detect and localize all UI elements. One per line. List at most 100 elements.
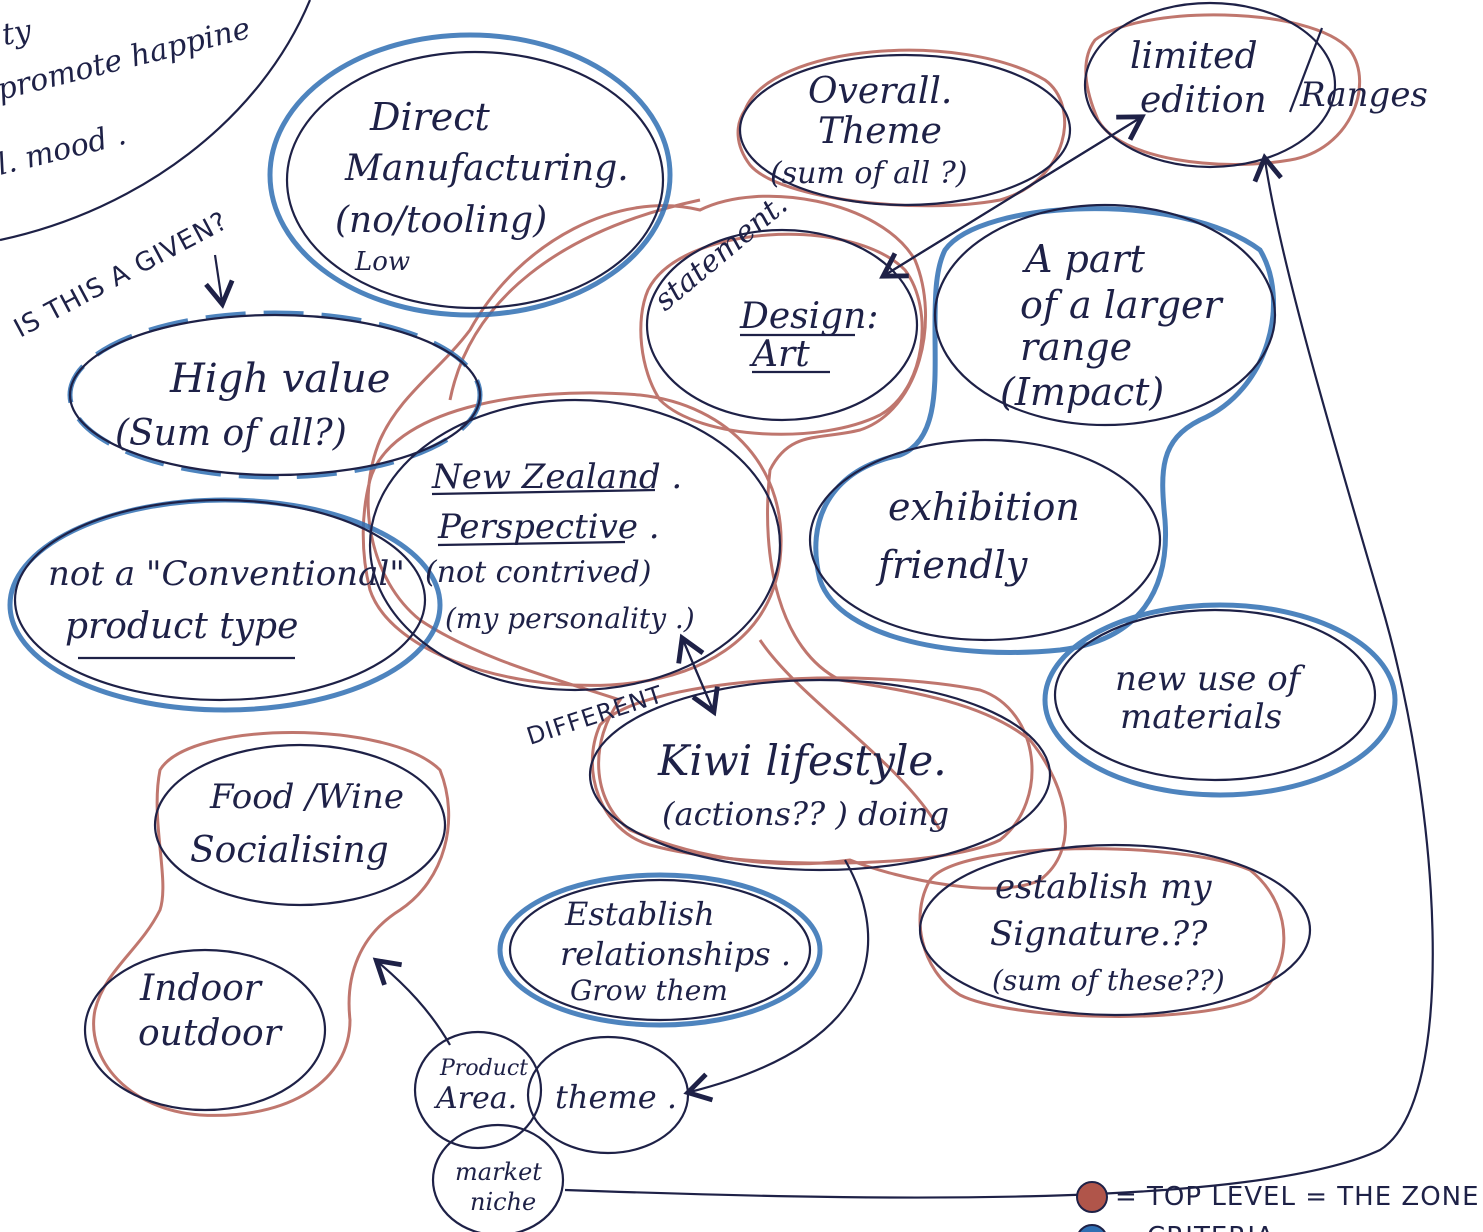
materials-line1: new use of [1115,659,1306,699]
red-outline-design [639,232,924,436]
direct-line1: Direct [369,95,491,139]
red-outline-nz [361,391,783,687]
nz-line2: Perspective . [437,507,660,547]
nz-line3: (not contrived) [425,555,651,590]
legend: = TOP LEVEL = THE ZONE = CRITERIA [1076,1181,1480,1232]
part-line4: (Impact) [1000,370,1164,414]
node-product-area: Product Area. [433,1056,528,1116]
kiwi-line1: Kiwi lifestyle. [657,736,947,785]
indoor-line2: outdoor [138,1013,283,1054]
ink-outline-product-area [413,1030,543,1150]
overall-line1: Overall. [808,71,952,112]
limited-line1: limited [1130,36,1258,77]
divider-limited-ranges [1288,27,1324,113]
part-line3: range [1020,325,1132,369]
ink-outline-food [153,743,447,907]
connectors [78,27,1434,1199]
blue-outline-relationships [497,872,823,1028]
arrow-product-to-food [372,957,451,1046]
relationships-line1: Establish [564,895,715,933]
legend-criteria: = CRITERIA [1115,1222,1275,1232]
part-line2: of a larger [1020,283,1225,327]
product-area-line2: Area. [433,1081,517,1116]
direct-line4: Low [354,247,410,277]
exhibition-line2: friendly [875,543,1028,587]
relationships-line2: relationships . [560,935,791,973]
design-line2: Art [749,334,810,375]
ink-outline-highvalue [68,313,482,477]
corner-note-line1: ty [0,13,35,53]
ink-outline-relationships [508,878,812,1022]
market-line1: market [455,1158,542,1186]
part-line1: A part [1022,237,1146,281]
materials-line2: materials [1120,697,1282,737]
node-kiwi-lifestyle: Kiwi lifestyle. (actions?? ) doing [657,736,949,833]
node-high-value: High value (Sum of all?) [115,356,390,454]
ink-outline-exhibition [808,438,1162,642]
overall-line3: (sum of all ?) [770,156,968,191]
blue-outline-materials [1042,602,1398,798]
ink-outline-indoor [83,948,327,1112]
corner-note-line3: l. mood . [0,117,130,183]
red-outline-connector-b [758,639,942,831]
overall-line2: Theme [818,111,942,152]
kiwi-line2: (actions?? ) doing [662,795,949,833]
ink-outline-design [645,228,919,422]
ink-outlines [0,0,1377,1232]
food-line2: Socialising [190,830,389,871]
market-line2: niche [470,1188,536,1216]
node-indoor-outdoor: Indoor outdoor [138,968,283,1054]
corner-note: ty promote happine l. mood . [0,11,254,183]
node-relationships: Establish relationships . Grow them [560,895,791,1007]
relationships-line3: Grow them [570,974,728,1007]
exhibition-line1: exhibition [888,485,1080,529]
ink-outline-market [431,1123,565,1232]
node-theme: theme . [555,1078,677,1116]
ink-outline-nz [368,398,782,692]
red-outline-kiwi [590,676,1034,865]
arrow-given-to-highvalue [204,254,235,309]
direct-line2: Manufacturing. [344,148,629,189]
node-not-conventional: not a "Conventional" product type [48,554,405,647]
node-part-of-range: A part of a larger range (Impact) [1000,237,1225,414]
nz-line1: New Zealand . [431,457,682,497]
node-direct-manufacturing: Direct Manufacturing. (no/tooling) Low [335,95,629,277]
ink-outline-limited [1083,1,1337,169]
underline-perspective [437,540,626,547]
ink-outline-part [933,203,1277,427]
food-line1: Food /Wine [209,777,404,817]
limited-line2: edition [1140,80,1267,121]
ink-outline-conventional [13,498,427,702]
conventional-line1: not a "Conventional" [48,554,405,594]
signature-line1: establish my [995,867,1212,907]
node-new-materials: new use of materials [1115,659,1306,737]
red-outline-signature [918,847,1286,1018]
red-outline-food-indoor [92,731,451,1117]
node-limited-edition: limited edition Ranges [1130,36,1428,121]
red-outline-central-zone [366,194,1067,890]
top-level-zone-outlines [92,13,1362,1117]
indoor-line1: Indoor [139,968,263,1009]
legend-blue-dot-icon [1078,1224,1106,1232]
node-food-wine: Food /Wine Socialising [190,777,404,871]
legend-top-level: = TOP LEVEL = THE ZONE [1115,1182,1480,1212]
node-overall-theme: Overall. Theme (sum of all ?) [770,71,968,191]
ink-outline-direct [285,50,665,310]
red-outline-limited [1084,13,1362,166]
theme-label: theme . [555,1078,677,1116]
legend-red-dot-icon [1076,1181,1108,1213]
node-design-art: statement. Design: Art [648,187,879,375]
node-signature: establish my Signature.?? (sum of these?… [990,867,1225,997]
product-area-line1: Product [439,1056,528,1081]
node-exhibition-friendly: exhibition friendly [875,485,1080,587]
arrow-limited-to-design [879,117,1141,279]
annotation-given: IS THIS A GIVEN? [9,206,233,344]
blue-outline-part-exhibition [813,206,1276,655]
design-line1: Design: [739,296,879,337]
corner-note-line2: promote happine [0,11,254,108]
node-nz-perspective: New Zealand . Perspective . (not contriv… [425,457,695,635]
arrow-kiwi-to-theme [683,859,870,1103]
limited-side-ranges: Ranges [1299,75,1428,115]
signature-line2: Signature.?? [990,914,1208,954]
